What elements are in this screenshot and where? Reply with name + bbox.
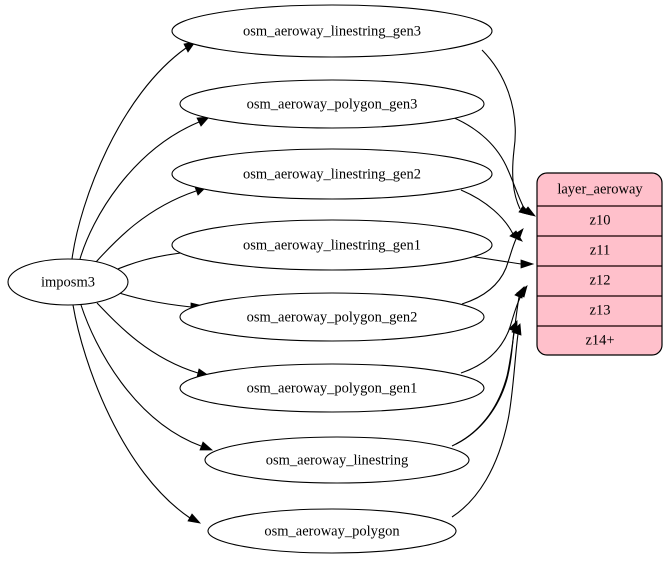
table-background (537, 173, 662, 355)
node-imposm3-label: imposm3 (41, 274, 95, 290)
edge-imposm3-to-linestring (80, 304, 214, 451)
layer-aeroway-table[interactable]: layer_aeroway z10 z11 z12 z13 z14+ (536, 172, 663, 356)
node-label: osm_aeroway_linestring_gen1 (243, 237, 421, 253)
edge-polygon-gen2-to-z11 (461, 228, 524, 305)
node-label: osm_aeroway_polygon_gen1 (247, 380, 418, 396)
node-osm-aeroway-linestring-gen2[interactable]: osm_aeroway_linestring_gen2 (171, 148, 493, 200)
node-osm-aeroway-polygon[interactable]: osm_aeroway_polygon (207, 508, 457, 554)
table-row-z12-label: z12 (590, 272, 611, 288)
node-label: osm_aeroway_linestring (266, 452, 409, 468)
table-border (536, 172, 663, 356)
edge-imposm3-to-linestring-gen3 (71, 41, 196, 260)
edge-polygon-gen3-to-z10 (451, 116, 537, 217)
node-imposm3[interactable]: imposm3 (7, 258, 129, 306)
node-osm-aeroway-linestring-gen1[interactable]: osm_aeroway_linestring_gen1 (171, 219, 493, 271)
node-label: osm_aeroway_linestring_gen2 (243, 166, 421, 182)
table-header-label: layer_aeroway (557, 181, 643, 197)
node-osm-aeroway-polygon-gen1[interactable]: osm_aeroway_polygon_gen1 (179, 363, 485, 413)
node-osm-aeroway-polygon-gen2[interactable]: osm_aeroway_polygon_gen2 (179, 292, 485, 342)
table-row-z11-label: z11 (590, 242, 610, 258)
node-osm-aeroway-polygon-gen3[interactable]: osm_aeroway_polygon_gen3 (179, 79, 485, 129)
node-osm-aeroway-linestring-gen3[interactable]: osm_aeroway_linestring_gen3 (171, 4, 493, 58)
node-label: osm_aeroway_polygon (264, 523, 400, 539)
table-row-z10-label: z10 (590, 212, 611, 228)
node-label: osm_aeroway_polygon_gen2 (247, 309, 418, 325)
table-row-z13-label: z13 (590, 302, 611, 318)
node-label: osm_aeroway_linestring_gen3 (243, 23, 421, 39)
node-label: osm_aeroway_polygon_gen3 (247, 96, 418, 112)
node-osm-aeroway-linestring[interactable]: osm_aeroway_linestring (204, 436, 470, 484)
edge-linestring-gen3-to-z10 (481, 49, 533, 216)
edge-imposm3-to-polygon (72, 304, 202, 524)
edge-polygon-to-z14plus (451, 323, 522, 518)
edges-tables-to-layer (451, 49, 537, 518)
edge-imposm3-to-polygon-gen3 (79, 116, 210, 260)
edge-linestring-gen1-to-z12 (468, 255, 535, 269)
table-row-z14plus-label: z14+ (585, 332, 614, 348)
